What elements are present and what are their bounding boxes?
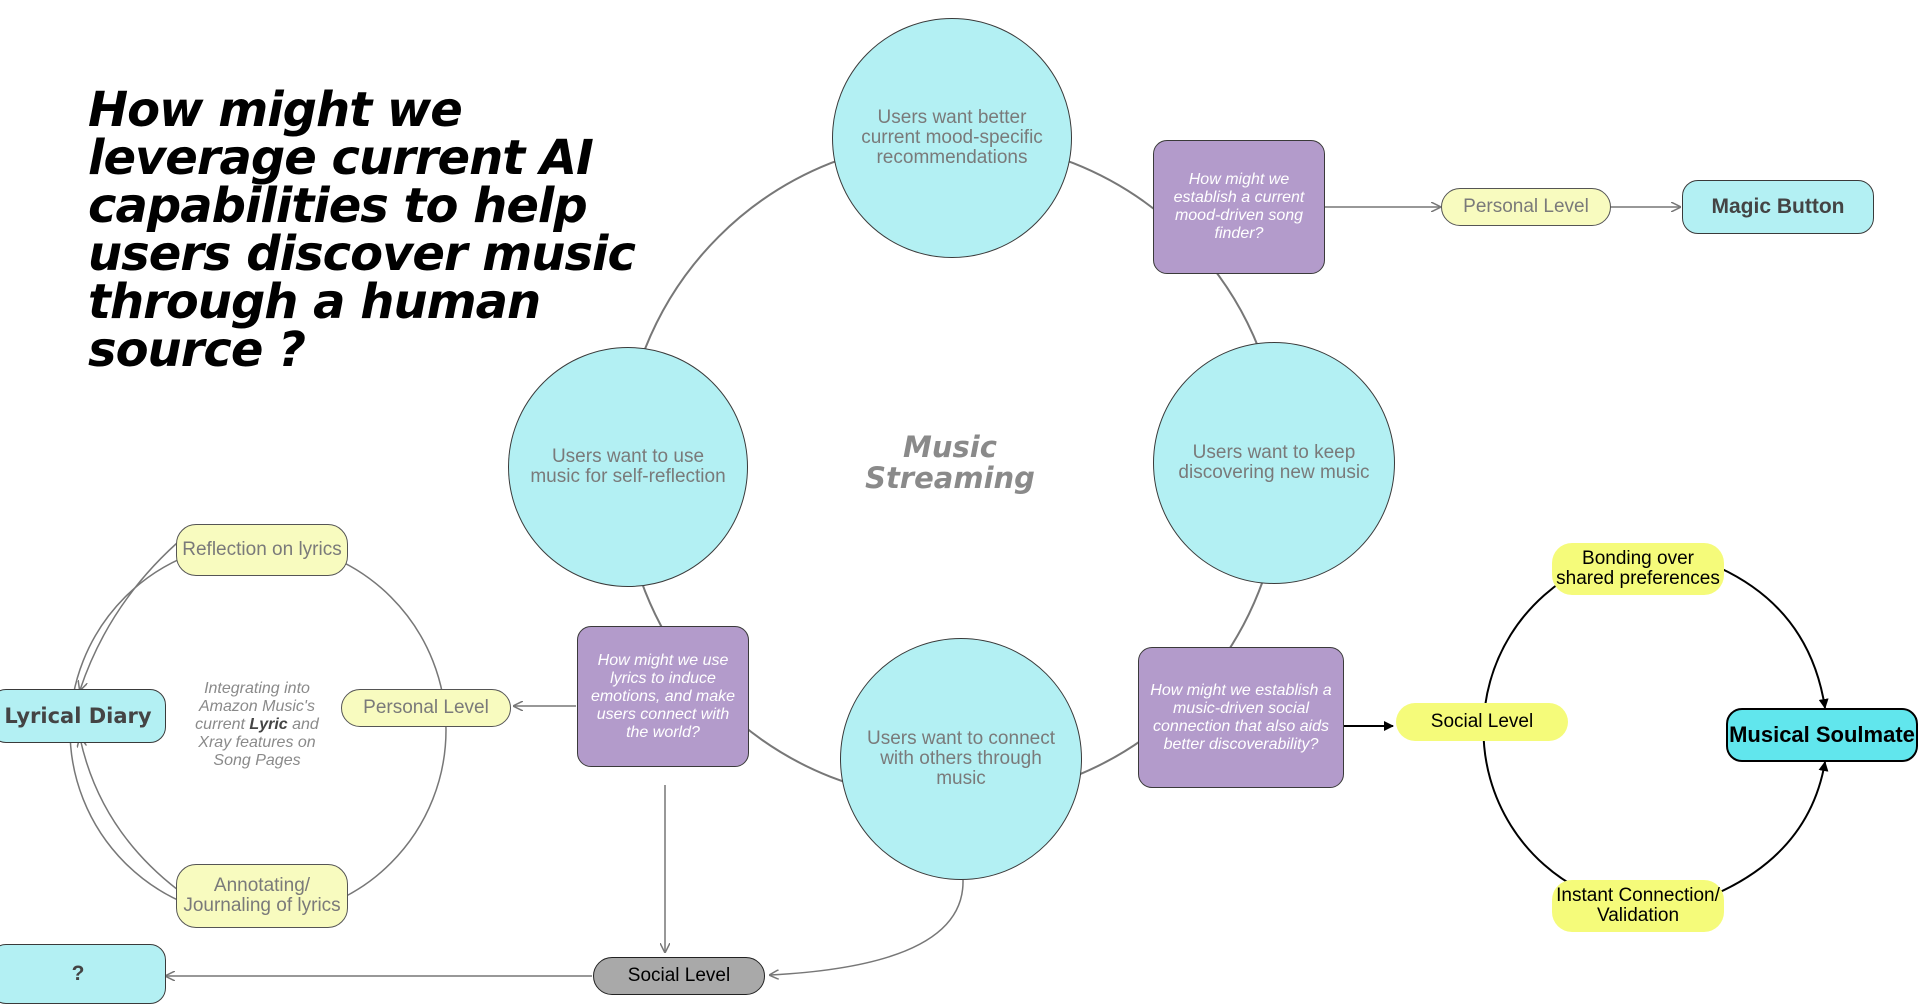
level-social-right: Social Level <box>1396 703 1568 741</box>
soulmate-arc-bottom <box>1719 761 1829 893</box>
soulmate-arc-top <box>1719 567 1829 709</box>
level-personal-top: Personal Level <box>1441 188 1611 226</box>
lyric-integration-note: Integrating into Amazon Music's current … <box>182 680 332 770</box>
cycle-bonding-shared-preferences: Bonding over shared preferences <box>1552 543 1724 595</box>
hmw-lyrics: How might we use lyrics to induce emotio… <box>577 626 749 767</box>
hmw-mood-finder: How might we establish a current mood-dr… <box>1153 140 1325 274</box>
need-mood-recommendations: Users want better current mood-specific … <box>832 18 1072 258</box>
cycle-instant-connection: Instant Connection/ Validation <box>1552 880 1724 932</box>
edge-bottom-need-to-social <box>770 879 964 975</box>
outcome-unknown: ? <box>0 944 166 1004</box>
note-text-pre: Integrating into Amazon Music's current <box>195 680 315 733</box>
need-label: Users want better current mood-specific … <box>861 107 1043 168</box>
outcome-musical-soulmate: Musical Soulmate <box>1726 708 1918 762</box>
outcome-lyrical-diary: Lyrical Diary <box>0 689 166 743</box>
center-label: Music Streaming <box>865 430 1035 495</box>
cycle-reflection-on-lyrics: Reflection on lyrics <box>176 524 348 576</box>
hmw-social-connection: How might we establish a music-driven so… <box>1138 647 1344 788</box>
page-title: How might we leverage current AI capabil… <box>88 82 636 378</box>
level-social-bottom: Social Level <box>593 957 765 995</box>
level-personal-left: Personal Level <box>341 689 511 727</box>
note-text-bold: Lyric <box>249 716 288 733</box>
hmw-label: How might we use lyrics to induce emotio… <box>590 651 736 741</box>
hmw-label: How might we establish a music-driven so… <box>1150 681 1332 753</box>
cycle-arrow-top <box>80 535 186 690</box>
need-keep-discovering: Users want to keep discovering new music <box>1153 342 1395 584</box>
need-label: Users want to use music for self-reflect… <box>530 446 726 487</box>
outcome-magic-button: Magic Button <box>1682 180 1874 234</box>
need-label: Users want to keep discovering new music <box>1178 442 1370 483</box>
note-text-post: and Xray features on Song Pages <box>198 716 319 769</box>
need-self-reflection: Users want to use music for self-reflect… <box>508 347 748 587</box>
need-label: Users want to connect with others throug… <box>867 728 1055 789</box>
cycle-annotating-lyrics: Annotating/ Journaling of lyrics <box>176 864 348 928</box>
need-connect-with-others: Users want to connect with others throug… <box>840 638 1082 880</box>
cycle-arrow-bottom <box>80 738 179 891</box>
hmw-label: How might we establish a current mood-dr… <box>1173 171 1305 242</box>
